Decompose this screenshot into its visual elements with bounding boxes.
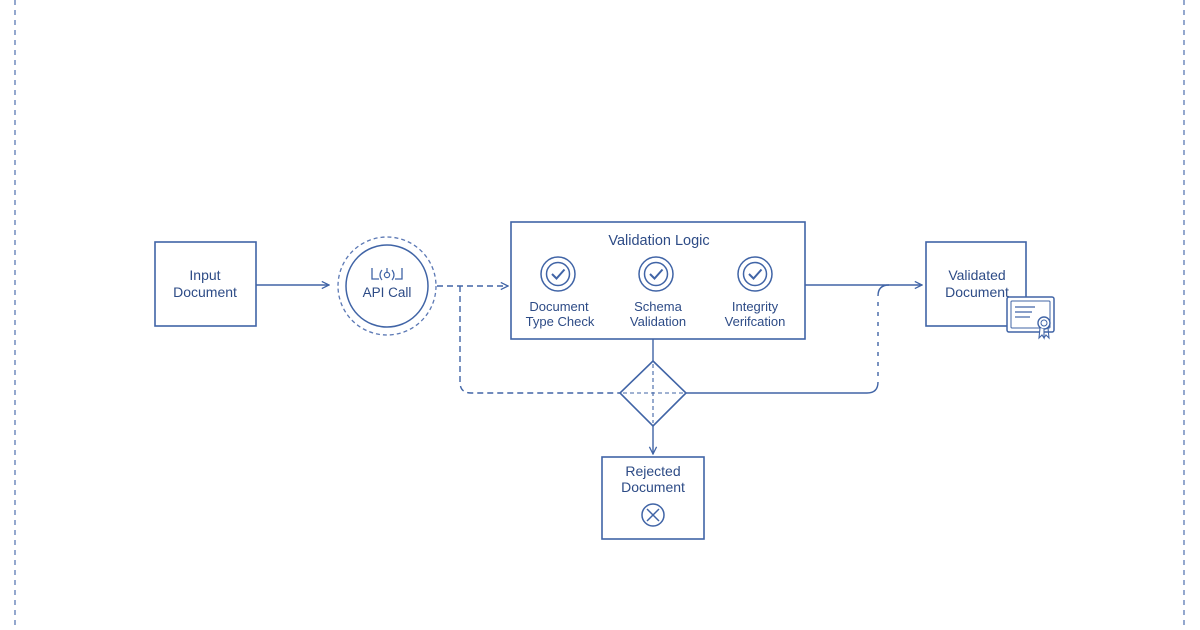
decision-diamond xyxy=(618,359,688,428)
input-document-line1: Input xyxy=(189,267,220,283)
check-integrity-verification-line1: Integrity xyxy=(732,299,779,314)
check-schema-validation: Schema Validation xyxy=(630,256,686,329)
check-circle-icon xyxy=(737,256,773,292)
check-circle-icon xyxy=(540,256,576,292)
input-document-line2: Document xyxy=(173,284,237,300)
check-document-type-line1: Document xyxy=(529,299,589,314)
input-document-node: Input Document xyxy=(154,241,257,327)
validated-document-line1: Validated xyxy=(948,267,1005,283)
rejected-document-line2: Document xyxy=(621,479,685,495)
check-integrity-verification: Integrity Verifcation xyxy=(725,256,786,329)
check-document-type-line2: Type Check xyxy=(526,314,595,329)
check-integrity-verification-line2: Verifcation xyxy=(725,314,786,329)
validation-logic-node: Validation Logic Document Type Check xyxy=(510,221,806,340)
rejected-document-node: Rejected Document xyxy=(601,456,705,540)
check-circle-icon xyxy=(638,256,674,292)
api-call-label: API Call xyxy=(363,285,412,300)
api-call-node: API Call xyxy=(337,236,437,336)
certificate-icon xyxy=(1006,296,1055,340)
validation-logic-title: Validation Logic xyxy=(608,233,709,249)
validated-document-node: Validated Document xyxy=(925,241,1055,340)
broadcast-icon xyxy=(371,268,403,281)
x-circle-icon xyxy=(641,503,665,527)
check-document-type: Document Type Check xyxy=(526,256,595,329)
dashed-loop-to-decision xyxy=(459,286,620,394)
validated-document-line2: Document xyxy=(945,284,1009,300)
rejected-document-line1: Rejected xyxy=(625,463,680,479)
check-schema-validation-line2: Validation xyxy=(630,314,686,329)
check-schema-validation-line1: Schema xyxy=(634,299,682,314)
